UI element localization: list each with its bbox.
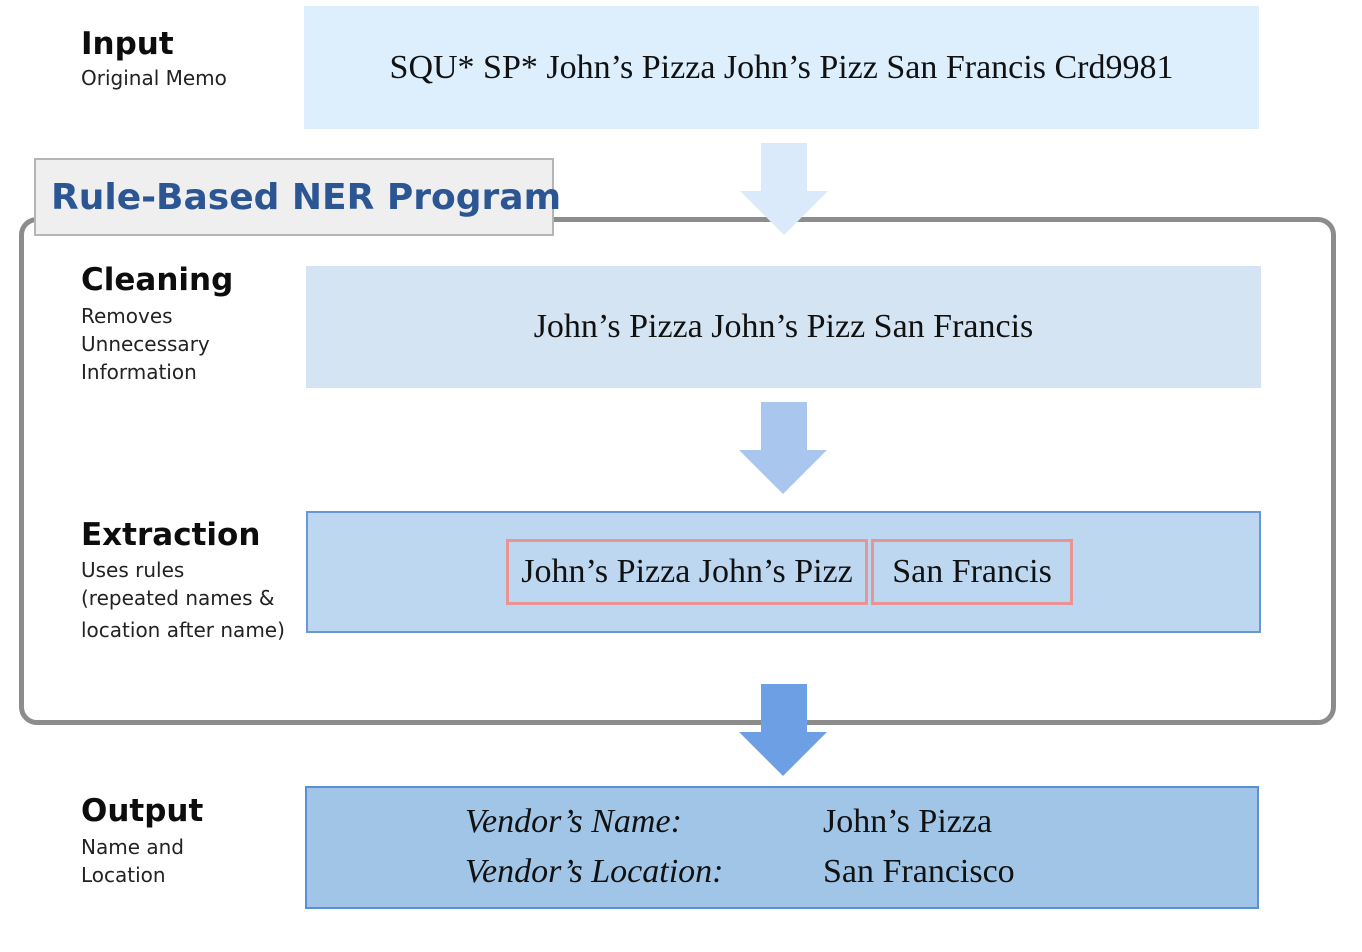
extraction-description-line: (repeated names & (81, 586, 275, 610)
cleaning-description-line: Removes (81, 304, 173, 328)
input-memo-text: SQU* SP* John’s Pizza John’s Pizz San Fr… (389, 48, 1174, 86)
cleaning-result-text: John’s Pizza John’s Pizz San Francis (533, 308, 1034, 345)
output-title: Output (81, 793, 204, 829)
location-span-highlight: San Francis (871, 539, 1073, 605)
location-span-text: San Francis (892, 553, 1052, 590)
extraction-box (306, 511, 1261, 633)
arrow-1-shape (740, 143, 828, 235)
name-span-highlight: John’s Pizza John’s Pizz (506, 539, 868, 605)
vendor-location-value: San Francisco (823, 853, 1015, 890)
output-box: Vendor’s Name: John’s Pizza Vendor’s Loc… (305, 786, 1259, 909)
cleaning-description-line: Information (81, 360, 197, 384)
cleaning-description-line: Unnecessary (81, 332, 210, 356)
vendor-location-label: Vendor’s Location: (465, 853, 724, 890)
down-arrow-icon (739, 402, 827, 494)
output-description-line: Location (81, 863, 166, 887)
vendor-name-value: John’s Pizza (823, 803, 993, 840)
program-tab: Rule-Based NER Program (34, 158, 561, 236)
arrow-3-shape (739, 684, 827, 776)
output-description-line: Name and (81, 835, 184, 859)
input-memo-box: SQU* SP* John’s Pizza John’s Pizz San Fr… (304, 6, 1259, 129)
extraction-title: Extraction (81, 517, 261, 553)
vendor-name-label: Vendor’s Name: (465, 803, 682, 840)
name-span-text: John’s Pizza John’s Pizz (521, 553, 853, 590)
down-arrow-icon (739, 684, 827, 776)
cleaning-result-box: John’s Pizza John’s Pizz San Francis (306, 266, 1261, 388)
extraction-description-line: Uses rules (81, 558, 185, 582)
input-title: Input (81, 26, 174, 62)
down-arrow-icon (740, 143, 828, 235)
output-description: Name and Location (81, 833, 184, 889)
cleaning-description: Removes Unnecessary Information (81, 302, 210, 386)
extraction-description: Uses rules (repeated names & location af… (81, 556, 285, 644)
input-description: Original Memo (81, 66, 227, 90)
cleaning-title: Cleaning (81, 262, 234, 298)
arrow-2-shape (739, 402, 827, 494)
program-frame (19, 217, 1336, 725)
program-title: Rule-Based NER Program (51, 176, 562, 218)
extraction-description-line: location after name) (81, 618, 285, 642)
